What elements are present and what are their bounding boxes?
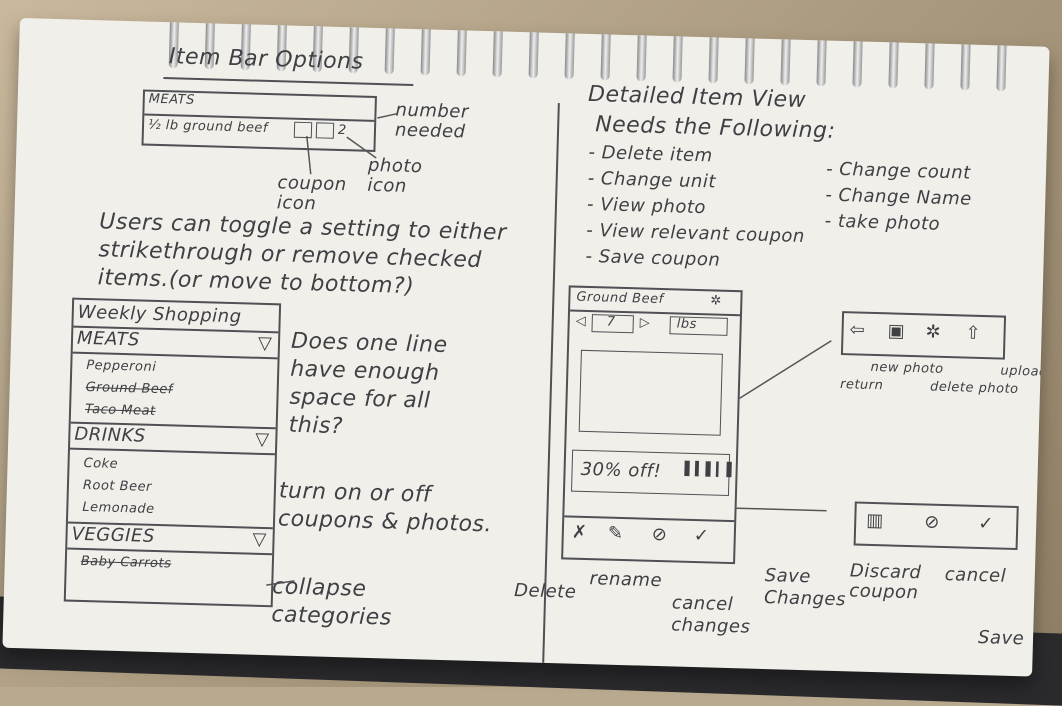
sketch-arrows — [266, 112, 832, 586]
notebook-page: Item Bar Options MEATS ½ lb ground beef … — [2, 18, 1050, 677]
